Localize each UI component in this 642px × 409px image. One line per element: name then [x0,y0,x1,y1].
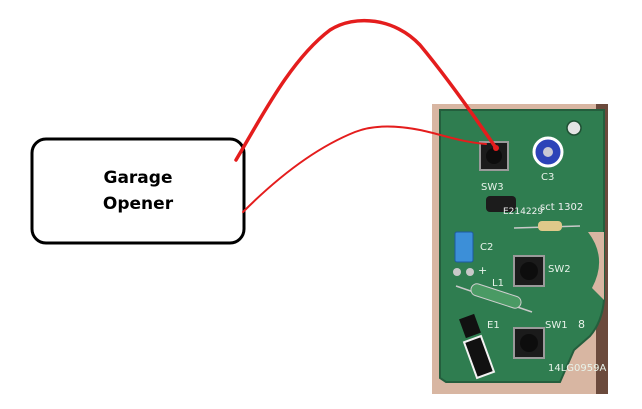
chip-body [486,196,516,212]
label-c2: C2 [480,242,493,253]
c2-pad-right [466,268,474,276]
l1-inductor [470,283,522,309]
label-chip-code: E214229 [503,207,543,217]
garage-opener-box [30,137,246,245]
e1-contact [459,313,481,339]
pcb-board [439,109,605,383]
label-eight: 8 [578,318,585,331]
pcb-cutout [588,232,604,300]
label-part-number: 14LG0959A [548,363,606,374]
label-chip-mark: sct 1302 [540,202,583,213]
solder-point-top [493,145,499,151]
sw3-cap [486,148,502,164]
sw2-cap [520,262,538,280]
photo: SW3 C3 E214229 sct 1302 C2 + SW2 L1 E1 [432,104,608,394]
label-l1: L1 [492,278,504,289]
label-plus: + [478,264,487,277]
label-c3: C3 [541,172,554,183]
mounting-hole [566,120,582,136]
resistor-body [538,221,562,231]
wire-bottom [242,125,487,213]
c3-trimmer-center [543,147,553,157]
label-sw1: SW1 [545,320,568,331]
c2-capacitor [454,231,474,263]
c2-pad-left [453,268,461,276]
label-sw2: SW2 [548,264,571,275]
e1-spring [462,334,496,380]
sw1-cap [520,334,538,352]
label-e1: E1 [487,320,500,331]
wire-top [234,18,498,162]
label-sw3: SW3 [481,182,504,193]
